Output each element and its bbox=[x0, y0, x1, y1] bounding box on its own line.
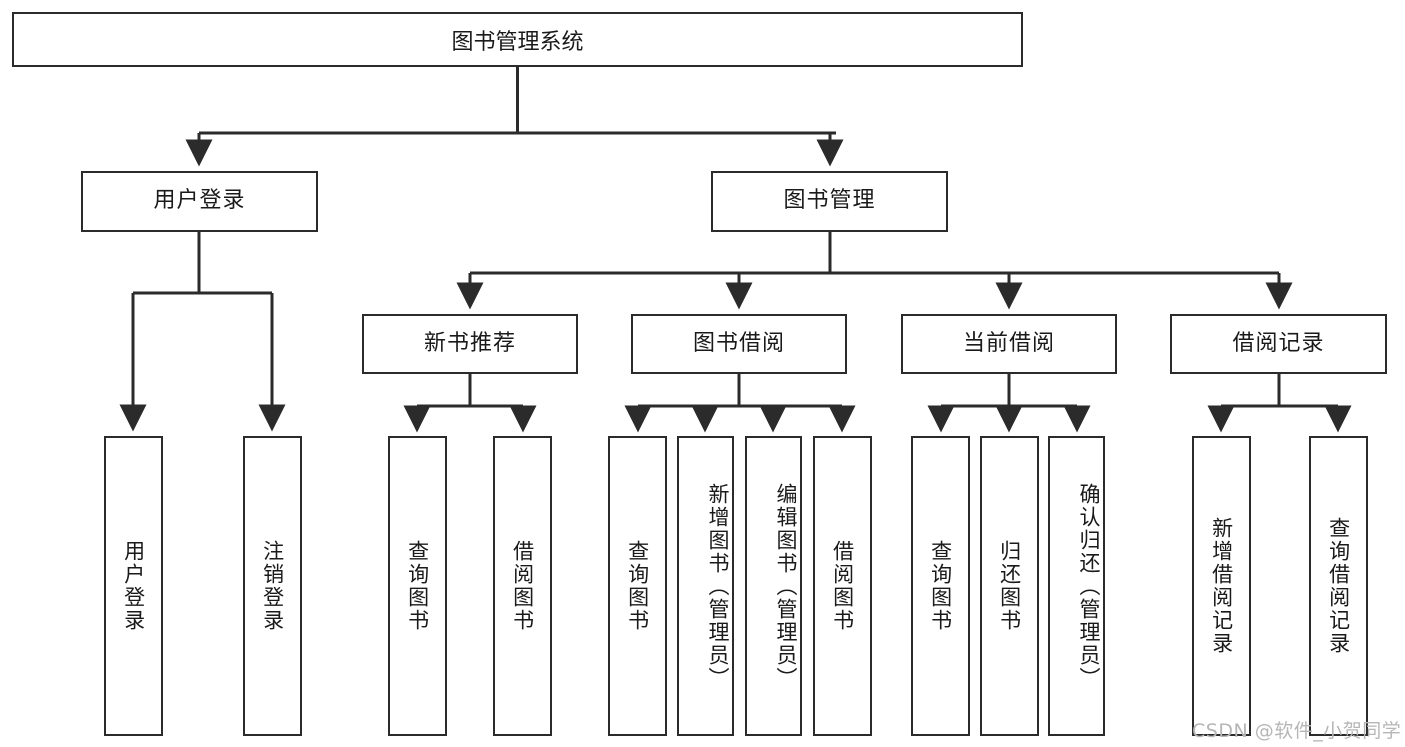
node-leaf-confirm-return[interactable]: 确认归还（管理员） bbox=[1048, 436, 1105, 736]
node-user-login[interactable]: 用户登录 bbox=[81, 171, 318, 232]
node-label: 借阅记录 bbox=[1232, 330, 1325, 356]
node-label: 注销登录 bbox=[260, 540, 285, 632]
node-leaf-return-book[interactable]: 归还图书 bbox=[980, 436, 1039, 736]
node-label: 查询图书 bbox=[625, 540, 650, 632]
node-label: 新增图书（管理员） bbox=[706, 482, 730, 690]
node-borrow-record[interactable]: 借阅记录 bbox=[1170, 314, 1387, 374]
node-leaf-edit-book[interactable]: 编辑图书（管理员） bbox=[745, 436, 802, 736]
node-current-borrow[interactable]: 当前借阅 bbox=[901, 314, 1117, 374]
node-leaf-add-borrow-record[interactable]: 新增借阅记录 bbox=[1192, 436, 1251, 736]
node-label: 当前借阅 bbox=[962, 330, 1055, 356]
node-label: 确认归还（管理员） bbox=[1077, 482, 1101, 690]
node-leaf-add-book[interactable]: 新增图书（管理员） bbox=[677, 436, 734, 736]
node-new-book-recommend[interactable]: 新书推荐 bbox=[362, 314, 578, 374]
node-label: 查询图书 bbox=[405, 540, 430, 632]
node-label: 借阅图书 bbox=[510, 540, 535, 632]
node-leaf-user-login[interactable]: 用户登录 bbox=[104, 436, 163, 736]
node-label: 归还图书 bbox=[997, 540, 1022, 632]
node-leaf-borrow-book-recommend[interactable]: 借阅图书 bbox=[493, 436, 552, 736]
node-leaf-query-borrow-record[interactable]: 查询借阅记录 bbox=[1309, 436, 1368, 736]
node-leaf-logout[interactable]: 注销登录 bbox=[243, 436, 302, 736]
node-label: 编辑图书（管理员） bbox=[774, 482, 798, 690]
node-label: 图书管理 bbox=[783, 188, 876, 214]
node-label: 用户登录 bbox=[153, 188, 246, 214]
node-leaf-query-book-current[interactable]: 查询图书 bbox=[911, 436, 970, 736]
node-label: 查询图书 bbox=[928, 540, 953, 632]
node-label: 查询借阅记录 bbox=[1326, 517, 1351, 655]
node-leaf-query-book-borrow[interactable]: 查询图书 bbox=[608, 436, 667, 736]
node-label: 图书借阅 bbox=[692, 330, 785, 356]
node-label: 图书管理系统 bbox=[451, 29, 584, 55]
node-leaf-query-book-recommend[interactable]: 查询图书 bbox=[388, 436, 447, 736]
node-book-borrow[interactable]: 图书借阅 bbox=[631, 314, 847, 374]
node-book-management[interactable]: 图书管理 bbox=[711, 171, 948, 232]
node-label: 借阅图书 bbox=[830, 540, 855, 632]
node-root-book-management-system[interactable]: 图书管理系统 bbox=[12, 12, 1023, 67]
node-label: 用户登录 bbox=[121, 540, 146, 632]
node-label: 新增借阅记录 bbox=[1209, 517, 1234, 655]
node-leaf-borrow-book[interactable]: 借阅图书 bbox=[813, 436, 872, 736]
node-label: 新书推荐 bbox=[423, 330, 516, 356]
